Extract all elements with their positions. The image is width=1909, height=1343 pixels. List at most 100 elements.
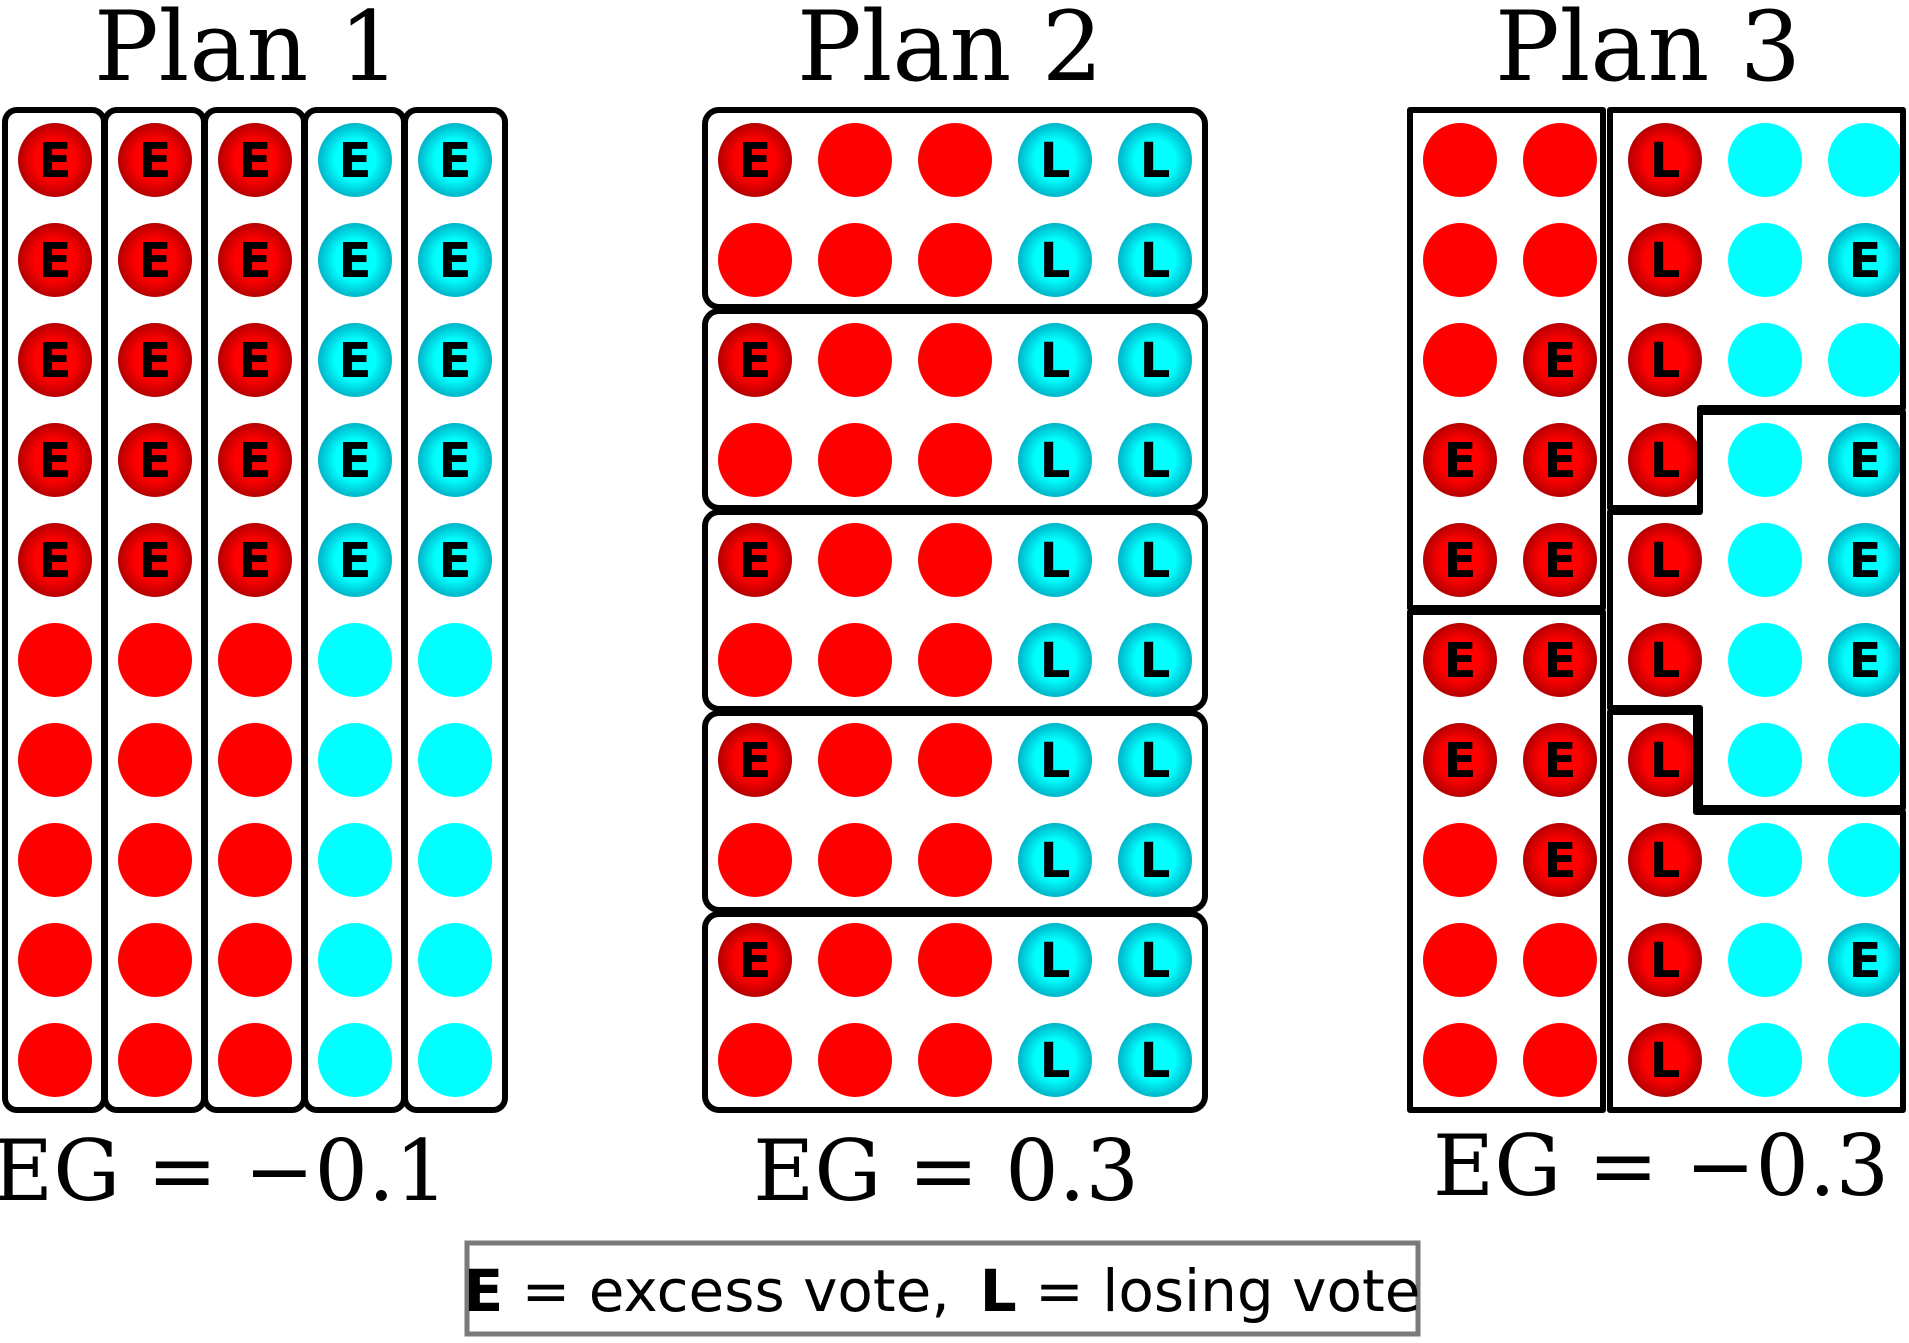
cyan-voter-dot <box>1828 523 1902 597</box>
cyan-voter-dot <box>1118 723 1192 797</box>
red-voter-dot <box>918 723 992 797</box>
red-voter-dot <box>1423 423 1497 497</box>
cyan-voter-dot <box>1018 723 1092 797</box>
red-voter-dot <box>218 223 292 297</box>
red-voter-dot <box>218 823 292 897</box>
plan-2-districts <box>702 107 1208 1113</box>
red-voter-dot <box>718 123 792 197</box>
cyan-voter-dot <box>1118 823 1192 897</box>
red-voter-dot <box>118 323 192 397</box>
cyan-voter-dot <box>1118 1023 1192 1097</box>
excess-vote-mark: E <box>39 233 72 289</box>
excess-vote-mark: E <box>1849 633 1882 689</box>
red-voter-dot <box>818 623 892 697</box>
red-voter-dot <box>1423 523 1497 597</box>
red-voter-dot <box>818 723 892 797</box>
losing-vote-mark: L <box>1040 233 1071 289</box>
red-voter-dot <box>1523 723 1597 797</box>
red-voter-dot <box>1423 323 1497 397</box>
cyan-voter-dot <box>1728 1023 1802 1097</box>
red-voter-dot <box>1423 723 1497 797</box>
red-voter-dot <box>918 323 992 397</box>
red-voter-dot <box>718 523 792 597</box>
district-outline <box>702 107 1208 310</box>
district-outline <box>702 509 1208 712</box>
cyan-voter-dot <box>1828 1023 1902 1097</box>
red-voter-dot <box>18 623 92 697</box>
cyan-voter-dot <box>1118 523 1192 597</box>
cyan-voter-dot <box>418 323 492 397</box>
red-voter-dot <box>818 123 892 197</box>
losing-vote-mark: L <box>1140 733 1171 789</box>
district-outline <box>1607 107 1906 511</box>
cyan-voter-dot <box>318 523 392 597</box>
losing-vote-mark: L <box>1140 833 1171 889</box>
red-voter-dot <box>218 523 292 597</box>
red-voter-dot <box>718 423 792 497</box>
excess-vote-mark: E <box>1544 633 1577 689</box>
cyan-voter-dot <box>1728 423 1802 497</box>
red-voter-dot <box>1628 223 1702 297</box>
cyan-voter-dot <box>1828 823 1902 897</box>
red-voter-dot <box>218 623 292 697</box>
district-outline <box>1607 409 1906 811</box>
cyan-voter-dot <box>318 123 392 197</box>
plan-2-title: Plan 2 <box>797 0 1103 103</box>
red-voter-dot <box>818 323 892 397</box>
losing-vote-mark: L <box>1650 933 1681 989</box>
losing-vote-mark: L <box>1650 133 1681 189</box>
excess-vote-mark: E <box>139 133 172 189</box>
red-voter-dot <box>1523 623 1597 697</box>
plan-3-districts <box>1407 107 1906 1113</box>
cyan-voter-dot <box>1018 223 1092 297</box>
losing-vote-mark: L <box>1140 133 1171 189</box>
excess-vote-mark: E <box>1444 633 1477 689</box>
red-voter-dot <box>718 1023 792 1097</box>
red-voter-dot <box>218 1023 292 1097</box>
red-voter-dot <box>1628 823 1702 897</box>
red-voter-dot <box>218 923 292 997</box>
excess-vote-mark: E <box>239 333 272 389</box>
excess-vote-mark: E <box>439 533 472 589</box>
losing-vote-mark: L <box>1040 633 1071 689</box>
red-voter-dot <box>118 123 192 197</box>
red-voter-dot <box>1523 223 1597 297</box>
excess-vote-mark: E <box>339 433 372 489</box>
red-voter-dot <box>18 923 92 997</box>
red-voter-dot <box>1423 823 1497 897</box>
excess-vote-mark: E <box>1849 533 1882 589</box>
red-voter-dot <box>1628 923 1702 997</box>
cyan-voter-dot <box>1828 423 1902 497</box>
red-voter-dot <box>718 223 792 297</box>
red-voter-dot <box>1423 123 1497 197</box>
excess-vote-mark: E <box>1444 733 1477 789</box>
cyan-voter-dot <box>1018 423 1092 497</box>
red-voter-dot <box>918 623 992 697</box>
plan-3-title: Plan 3 <box>1495 0 1801 103</box>
red-voter-dot <box>18 423 92 497</box>
excess-vote-mark: E <box>739 133 772 189</box>
excess-vote-mark: E <box>339 233 372 289</box>
excess-vote-mark: E <box>1544 533 1577 589</box>
cyan-voter-dot <box>1728 823 1802 897</box>
excess-vote-mark: E <box>339 133 372 189</box>
losing-vote-mark: L <box>1040 433 1071 489</box>
cyan-voter-dot <box>1728 323 1802 397</box>
excess-vote-mark: E <box>1544 833 1577 889</box>
legend-e-key: E <box>464 1257 504 1325</box>
losing-vote-mark: L <box>1140 633 1171 689</box>
excess-vote-mark: E <box>1444 433 1477 489</box>
district-outline <box>702 710 1208 913</box>
red-voter-dot <box>18 723 92 797</box>
excess-vote-mark: E <box>439 333 472 389</box>
cyan-voter-dot <box>418 823 492 897</box>
losing-vote-mark: L <box>1650 733 1681 789</box>
cyan-voter-dot <box>1828 323 1902 397</box>
cyan-voter-dot <box>1118 223 1192 297</box>
cyan-voter-dot <box>418 923 492 997</box>
